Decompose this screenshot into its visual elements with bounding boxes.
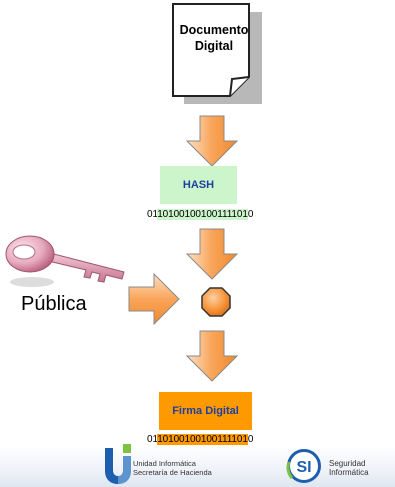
unidad-informatica-logo xyxy=(105,444,131,484)
document-shape xyxy=(172,3,250,97)
encrypt-octagon-icon xyxy=(201,287,231,317)
si-logo-text: Seguridad Informática xyxy=(329,459,369,477)
down-arrow-icon xyxy=(186,330,239,382)
si-logo-line1: Seguridad xyxy=(329,459,366,468)
signature-bits-suffix: 0 xyxy=(247,434,254,445)
signature-bits-main: 10100100100111101 xyxy=(157,434,248,445)
footer-bar xyxy=(0,446,395,487)
hash-bits-prefix: 01 xyxy=(147,209,158,220)
si-logo-mark: SI xyxy=(296,459,311,476)
hash-box: HASH xyxy=(160,166,237,204)
signature-label: Firma Digital xyxy=(172,405,239,417)
ui-logo-text: Unidad Informática Secretaría de Haciend… xyxy=(133,459,212,477)
si-logo-line2: Informática xyxy=(329,468,369,477)
down-arrow-icon xyxy=(186,115,239,167)
right-arrow-icon xyxy=(128,273,180,326)
hash-bits: 01101001001001111010 xyxy=(147,209,253,221)
ui-logo-line1: Unidad Informática xyxy=(133,459,196,468)
signature-bits-prefix: 01 xyxy=(147,434,158,445)
ui-logo-line2: Secretaría de Hacienda xyxy=(133,468,212,477)
signature-bits: 01101001001001111010 xyxy=(147,434,253,446)
signature-box: Firma Digital xyxy=(159,392,252,430)
public-key-label: Pública xyxy=(21,293,87,315)
hash-label: HASH xyxy=(182,179,215,191)
document-line1: Documento xyxy=(179,23,249,37)
seguridad-informatica-logo: SI xyxy=(286,449,321,483)
document-line2: Digital xyxy=(194,39,234,53)
hash-bits-main: 10100100100111101 xyxy=(157,209,248,220)
down-arrow-icon xyxy=(186,228,239,280)
document-label: Documento Digital xyxy=(168,22,260,54)
hash-bits-suffix: 0 xyxy=(247,209,254,220)
key-icon xyxy=(5,235,125,287)
